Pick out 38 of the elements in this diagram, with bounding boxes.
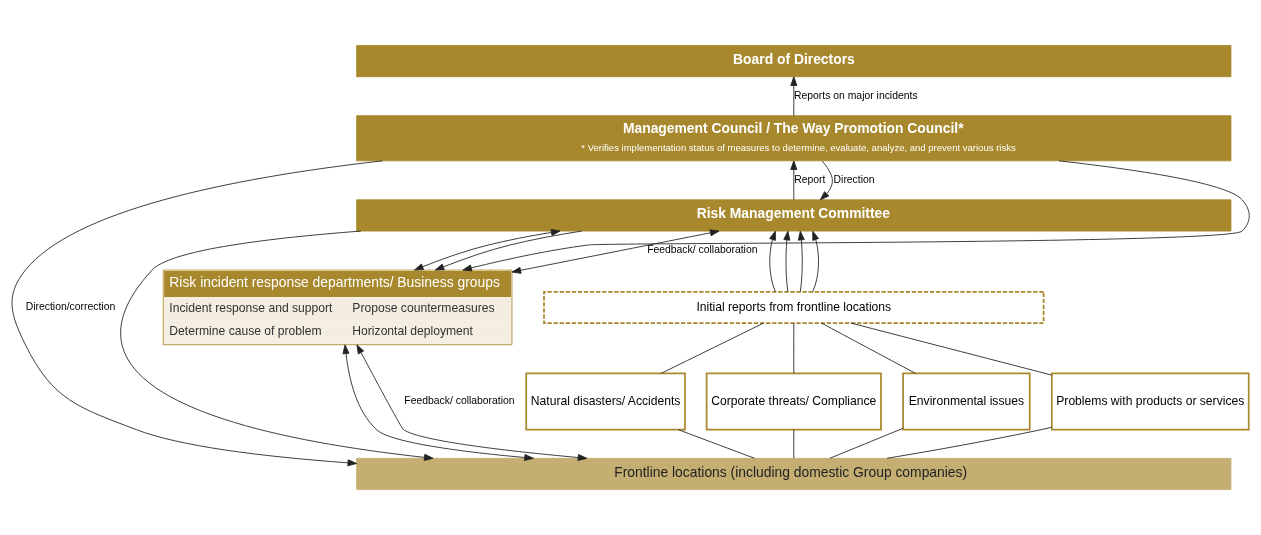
arrow [769, 230, 776, 293]
connector [793, 429, 795, 459]
arrow [414, 229, 561, 271]
arrow [342, 344, 534, 461]
arrow [356, 344, 588, 461]
arrow [511, 229, 720, 274]
connector [829, 427, 904, 459]
node-box: Environmental issues [902, 372, 1031, 431]
arrow [819, 160, 833, 201]
arrow [462, 160, 1250, 272]
edge-label: Reports on major incidents [794, 89, 918, 101]
node-box: Frontline locations (including domestic Group companies) [356, 457, 1232, 490]
connector [660, 322, 765, 374]
arrow [790, 160, 798, 201]
arrow [812, 230, 819, 293]
arrow [783, 230, 791, 293]
connector [793, 322, 795, 374]
node-box: Problems with products or services [1050, 372, 1250, 431]
connector [678, 429, 755, 459]
connector [821, 322, 916, 374]
node-box: Natural disasters/ Accidents [525, 372, 686, 431]
node-box: Board of Directors [356, 45, 1232, 78]
edge-label: Feedback/ collaboration [647, 244, 758, 256]
node-box: Management Council / The Way Promotion Council* * Verifies implementation status of measures to determine, evaluate, analyze, and prevent various risks [356, 115, 1232, 162]
arrow [434, 230, 583, 271]
arrow [11, 160, 383, 467]
connector [850, 322, 1053, 376]
edge-label: Direction/correction [25, 301, 116, 313]
arrow [797, 230, 805, 293]
connector [886, 426, 1053, 459]
node-box: Corporate threats/ Compliance [705, 372, 882, 431]
arrow [790, 76, 798, 116]
edge-label: Report [794, 174, 826, 186]
node-box: Initial reports from frontline locations [543, 290, 1045, 324]
edge-label: Direction [833, 174, 875, 186]
arrow [121, 230, 434, 461]
node-box: Risk Management Committee [356, 199, 1232, 232]
edge-label: Feedback/ collaboration [404, 395, 515, 407]
